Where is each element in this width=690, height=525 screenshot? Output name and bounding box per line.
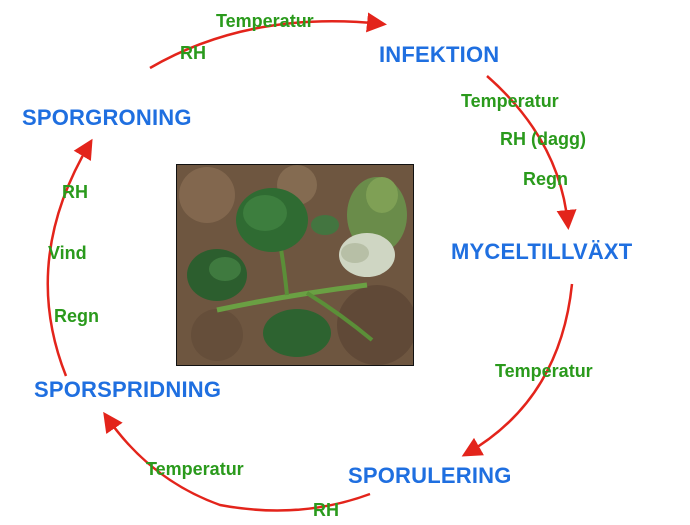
- stage-sporspridning: SPORSPRIDNING: [34, 379, 221, 401]
- factor-left-vind: Vind: [48, 244, 87, 262]
- stage-myceltillvaxt: MYCELTILLVÄXT: [451, 241, 632, 263]
- leaf-illustration: [177, 165, 413, 365]
- stage-infektion: INFEKTION: [379, 44, 499, 66]
- factor-left-regn: Regn: [54, 307, 99, 325]
- potato-leaf-photo: [176, 164, 414, 366]
- factor-top-temperatur: Temperatur: [216, 12, 314, 30]
- factor-lowright-temperatur: Temperatur: [495, 362, 593, 380]
- factor-bottom-rh: RH: [313, 501, 339, 519]
- factor-right-rh-dagg: RH (dagg): [500, 130, 586, 148]
- factor-right-temperatur: Temperatur: [461, 92, 559, 110]
- stage-sporgroning: SPORGRONING: [22, 107, 192, 129]
- factor-right-regn: Regn: [523, 170, 568, 188]
- factor-bottom-temperatur: Temperatur: [146, 460, 244, 478]
- stage-sporulering: SPORULERING: [348, 465, 512, 487]
- factor-top-rh: RH: [180, 44, 206, 62]
- factor-left-rh: RH: [62, 183, 88, 201]
